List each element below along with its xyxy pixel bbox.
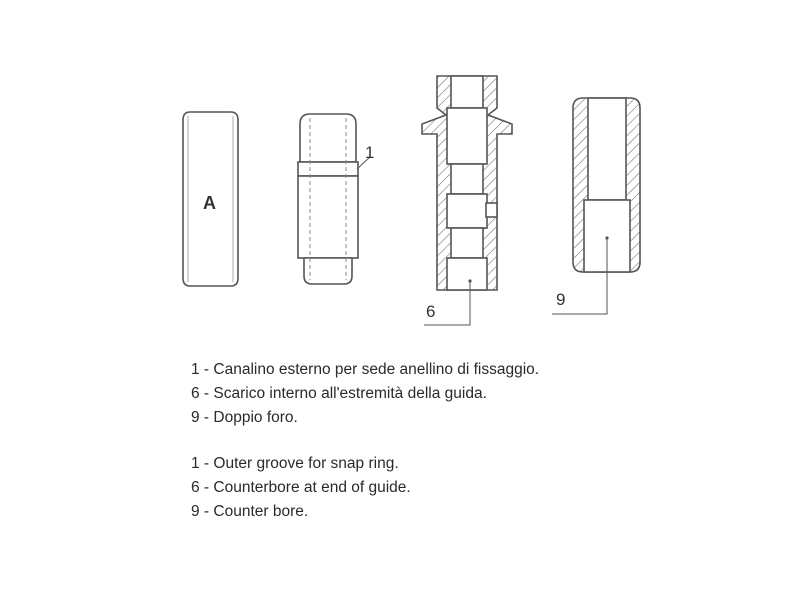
callout-9-leader	[552, 238, 608, 315]
legend-item: 9 - Counter bore.	[191, 503, 309, 520]
valve-guide-diagram: A 1 6 9	[182, 75, 641, 326]
legend-item: 6 - Counterbore at end of guide.	[191, 479, 411, 496]
legend-item: 6 - Scarico interno all'estremità della …	[191, 385, 487, 402]
legend: 1 - Canalino esterno per sede anellino d…	[191, 358, 539, 524]
callout-6-leader	[424, 281, 471, 326]
callout-1: 1	[365, 143, 374, 162]
guide-part-counterbore	[421, 75, 513, 291]
guide-part-grooved	[297, 113, 359, 285]
part-a-label: A	[203, 193, 216, 213]
legend-english: 1 - Outer groove for snap ring. 6 - Coun…	[191, 452, 539, 524]
legend-italian: 1 - Canalino esterno per sede anellino d…	[191, 358, 539, 430]
callout-9: 9	[556, 290, 565, 309]
guide-part-double-bore	[572, 97, 641, 273]
callout-1-leader	[356, 156, 371, 170]
legend-item: 9 - Doppio foro.	[191, 409, 298, 426]
callout-6: 6	[426, 302, 435, 321]
legend-item: 1 - Outer groove for snap ring.	[191, 455, 399, 472]
legend-item: 1 - Canalino esterno per sede anellino d…	[191, 361, 540, 378]
guide-part-a	[182, 111, 239, 287]
